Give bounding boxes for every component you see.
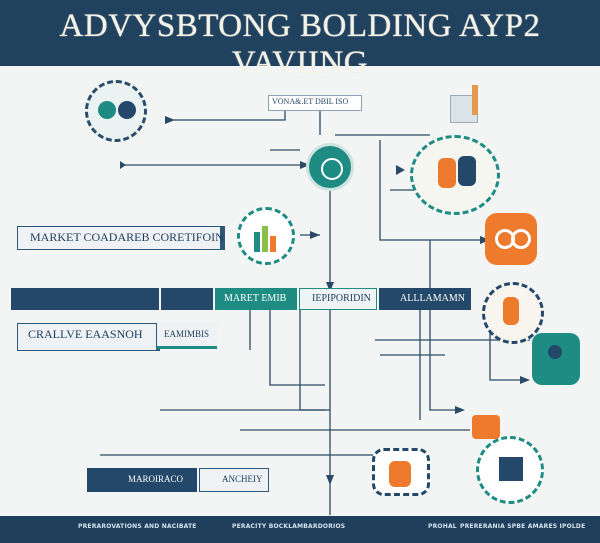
crawl-banner-label: CRALLVE EAASNOH xyxy=(28,327,143,341)
team-icon xyxy=(410,135,500,215)
band-1 xyxy=(215,288,297,310)
crawl-small-label: EAMIMBIS xyxy=(164,329,210,339)
footer-item-1: PRERAROVATIONS AND NACIBATE xyxy=(78,523,197,530)
band-3 xyxy=(379,288,471,310)
market-banner xyxy=(17,226,225,250)
footer-item-2: PERACITY BOCKLAMBARDORIOS xyxy=(232,523,346,530)
team-orange-icon xyxy=(372,448,430,496)
people-icon xyxy=(476,436,544,504)
compass-icon xyxy=(306,143,354,191)
top-tag-label: VONA&.ET DBIL ISO xyxy=(272,97,349,106)
band-left xyxy=(11,288,159,310)
header-bar xyxy=(0,0,600,66)
crawl-small xyxy=(157,323,217,349)
band-2 xyxy=(299,288,377,310)
binoculars-icon xyxy=(485,213,537,265)
chart-icon xyxy=(237,207,295,265)
chat-icon xyxy=(472,415,500,439)
person-desk-icon xyxy=(440,85,490,135)
group-icon xyxy=(482,282,544,344)
footer-item-3: PROHAL xyxy=(428,523,457,530)
presenter-icon xyxy=(532,333,580,385)
page-title: ADVYSBTONG BOLDING AYP2 VAVIING xyxy=(59,8,541,81)
top-tag xyxy=(268,95,362,111)
bottom-left-label: MAROIRACO xyxy=(128,474,184,484)
band-left-2 xyxy=(161,288,213,310)
band-2-label: IEPIPORIDIN xyxy=(312,293,371,304)
faces-icon xyxy=(85,80,147,142)
band-3-label: ALLLAMAMN xyxy=(400,293,465,304)
footer-item-4: PRERERANIA SPBE AMARES IPOLDE xyxy=(460,523,586,530)
bottom-left-bar xyxy=(87,468,197,492)
footer-bar xyxy=(0,516,600,543)
bottom-right-bar xyxy=(199,468,269,492)
bottom-right-label: ANCHEIY xyxy=(222,474,263,484)
market-banner-label: MARKET COADAREB CORETIFOIN xyxy=(30,230,224,244)
band-1-label: MARET EMIB xyxy=(224,293,287,304)
